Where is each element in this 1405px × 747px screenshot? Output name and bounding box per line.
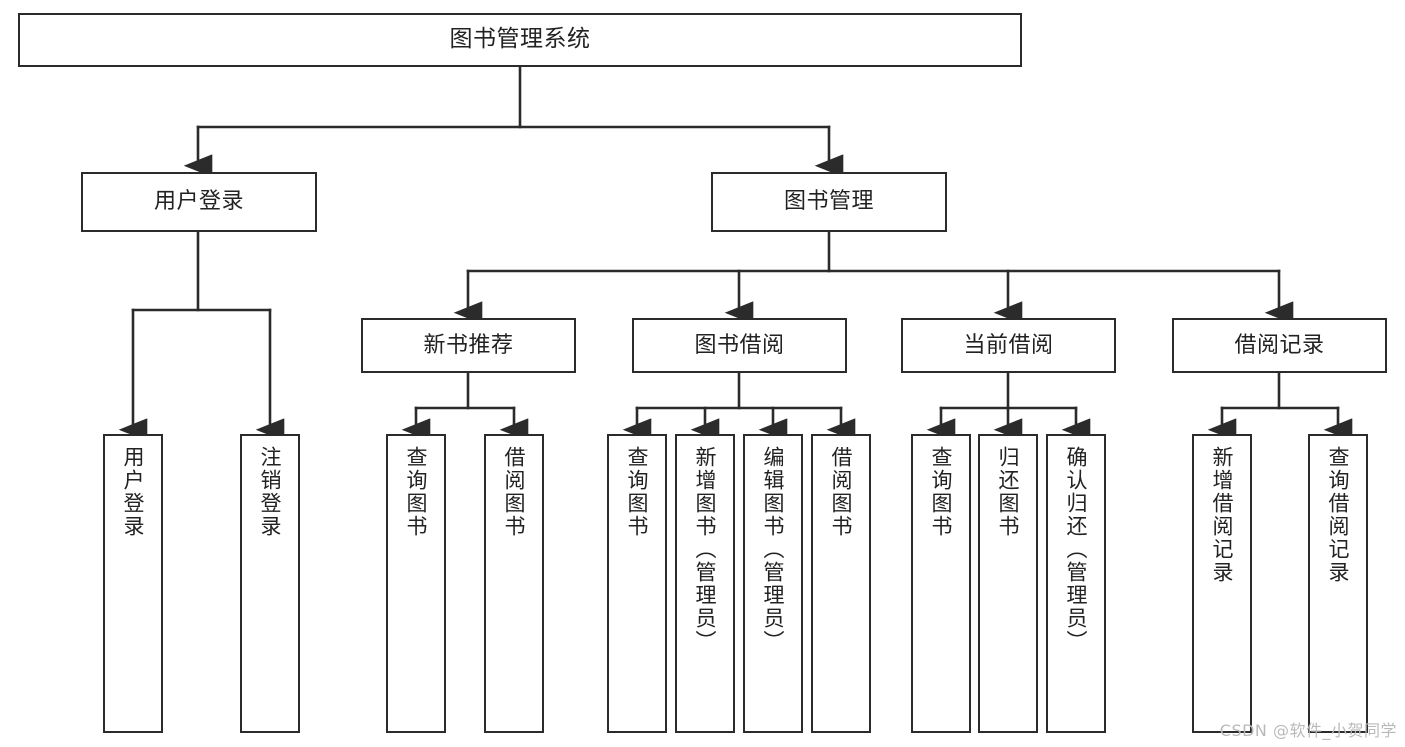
node-root[interactable]: 图书管理系统: [18, 13, 1022, 67]
node-root-label: 图书管理系统: [449, 26, 591, 53]
leaf-edit-book[interactable]: 编辑图书（管理员）: [743, 434, 803, 733]
node-borrow-record[interactable]: 借阅记录: [1172, 318, 1387, 373]
leaf-query-book-3[interactable]: 查询图书: [911, 434, 971, 733]
node-new-book-rec-label: 新书推荐: [423, 332, 514, 358]
leaf-query-book-1-label: 查询图书: [404, 446, 429, 538]
leaf-add-book-label: 新增图书（管理员）: [693, 446, 718, 653]
leaf-logout-login-label: 注销登录: [258, 446, 283, 538]
leaf-add-record-label: 新增借阅记录: [1210, 446, 1235, 584]
leaf-confirm-return[interactable]: 确认归还（管理员）: [1046, 434, 1106, 733]
leaf-confirm-return-label: 确认归还（管理员）: [1064, 446, 1089, 653]
leaf-edit-book-label: 编辑图书（管理员）: [761, 446, 786, 653]
leaf-query-book-3-label: 查询图书: [929, 446, 954, 538]
leaf-borrow-book-1[interactable]: 借阅图书: [484, 434, 544, 733]
leaf-user-login-label: 用户登录: [121, 446, 146, 538]
leaf-add-record[interactable]: 新增借阅记录: [1192, 434, 1252, 733]
leaf-query-record-label: 查询借阅记录: [1326, 446, 1351, 584]
node-current-borrow[interactable]: 当前借阅: [901, 318, 1116, 373]
leaf-query-book-1[interactable]: 查询图书: [386, 434, 446, 733]
leaf-borrow-book-1-label: 借阅图书: [502, 446, 527, 538]
node-user-login-label: 用户登录: [153, 189, 244, 215]
node-book-manage-label: 图书管理: [783, 189, 874, 215]
leaf-logout-login[interactable]: 注销登录: [240, 434, 300, 733]
leaf-query-record[interactable]: 查询借阅记录: [1308, 434, 1368, 733]
leaf-add-book[interactable]: 新增图书（管理员）: [675, 434, 735, 733]
leaf-query-book-2[interactable]: 查询图书: [607, 434, 667, 733]
node-user-login[interactable]: 用户登录: [81, 172, 317, 232]
leaf-borrow-book-2-label: 借阅图书: [829, 446, 854, 538]
leaf-user-login[interactable]: 用户登录: [103, 434, 163, 733]
leaf-return-book-label: 归还图书: [996, 446, 1021, 538]
node-new-book-rec[interactable]: 新书推荐: [361, 318, 576, 373]
node-borrow-record-label: 借阅记录: [1234, 332, 1325, 358]
leaf-return-book[interactable]: 归还图书: [978, 434, 1038, 733]
node-current-borrow-label: 当前借阅: [963, 332, 1054, 358]
leaf-borrow-book-2[interactable]: 借阅图书: [811, 434, 871, 733]
leaf-query-book-2-label: 查询图书: [625, 446, 650, 538]
node-book-borrow[interactable]: 图书借阅: [632, 318, 847, 373]
node-book-borrow-label: 图书借阅: [694, 332, 785, 358]
node-book-manage[interactable]: 图书管理: [711, 172, 947, 232]
